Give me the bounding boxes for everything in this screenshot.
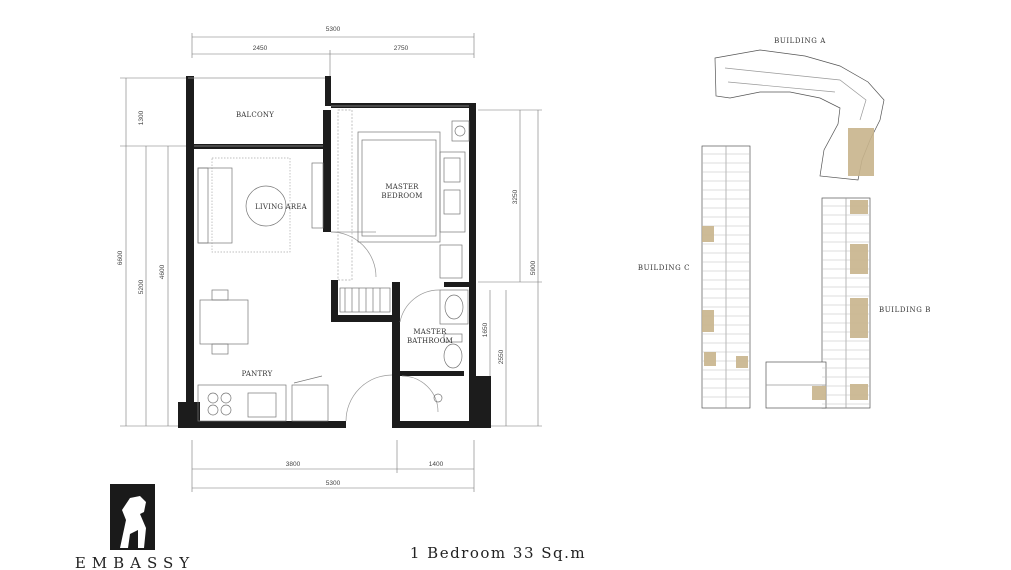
furniture — [197, 109, 470, 422]
highlighted-unit — [812, 386, 826, 400]
dim-top-right: 2750 — [394, 45, 409, 52]
highlighted-unit — [850, 244, 868, 274]
unit-caption: 1 Bedroom 33 Sq.m — [410, 544, 586, 562]
highlighted-unit — [848, 128, 874, 176]
site-grid-lines — [702, 153, 870, 405]
dim-top-left: 2450 — [253, 45, 268, 52]
dim-left-inner-b: 5200 — [138, 279, 145, 294]
dimension-labels: 5300 2450 2750 3800 1400 5300 1300 6600 … — [117, 26, 537, 487]
building-c-outline — [701, 145, 751, 409]
dim-bottom-left: 3800 — [286, 461, 301, 468]
highlighted-unit — [704, 352, 716, 366]
room-master-bathroom-line1: MASTER — [413, 328, 447, 336]
highlighted-unit — [850, 298, 868, 338]
dim-bottom-total: 5300 — [326, 480, 341, 487]
building-a-outline — [714, 49, 885, 181]
dim-left-overall: 6600 — [117, 250, 124, 265]
window-lines — [188, 77, 469, 147]
label-building-c: BUILDING C — [638, 264, 690, 272]
dim-bottom-right: 1400 — [429, 461, 444, 468]
room-labels: BALCONY LIVING AREA MASTER BEDROOM MASTE… — [236, 111, 453, 378]
room-master-bedroom-line2: BEDROOM — [381, 192, 422, 200]
room-master-bedroom-line1: MASTER — [385, 183, 419, 191]
highlighted-unit — [702, 226, 714, 242]
label-building-b: BUILDING B — [879, 306, 931, 314]
dim-right-bedroom: 3250 — [512, 189, 519, 204]
dim-right-bath-b: 2550 — [498, 349, 505, 364]
site-plan: BUILDING A BUILDING C BUILDING B — [638, 37, 931, 409]
room-master-bathroom-line2: BATHROOM — [407, 337, 453, 345]
dim-top-total: 5300 — [326, 26, 341, 33]
highlighted-unit — [702, 310, 714, 332]
room-balcony: BALCONY — [236, 111, 274, 119]
highlighted-unit — [736, 356, 748, 368]
dim-left-balcony: 1300 — [138, 110, 145, 125]
brand-name: EMBASSY — [75, 554, 195, 570]
label-building-a: BUILDING A — [774, 37, 826, 45]
highlighted-unit — [850, 384, 868, 400]
dim-right-overall: 5900 — [530, 260, 537, 275]
room-living-area: LIVING AREA — [255, 203, 308, 211]
dim-right-bath-a: 1650 — [482, 322, 489, 337]
highlighted-unit — [850, 200, 868, 214]
highlighted-units — [702, 128, 874, 400]
room-pantry: PANTRY — [242, 370, 273, 378]
walls — [178, 76, 491, 428]
dim-left-inner-a: 4600 — [159, 264, 166, 279]
embassy-logo: EMBASSY — [75, 484, 195, 570]
